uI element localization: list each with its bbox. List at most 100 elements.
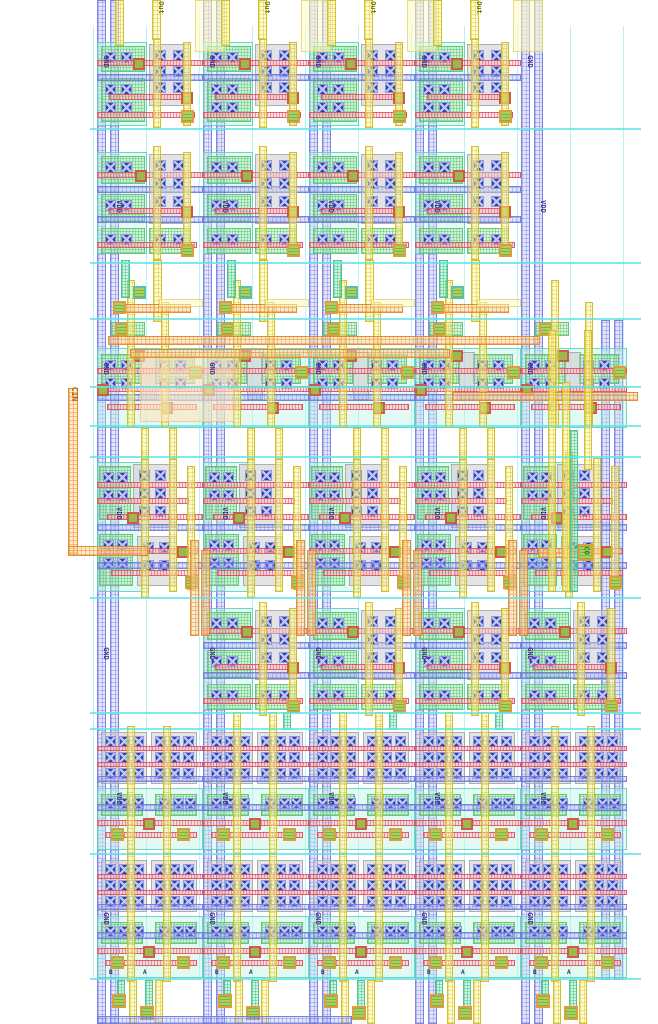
metal2-wire — [275, 428, 283, 460]
metal2-wire — [473, 980, 481, 1024]
contact — [185, 926, 196, 937]
contact — [279, 926, 290, 937]
poly-contact — [355, 818, 367, 830]
metal2-wire — [183, 42, 191, 126]
poly-wire — [97, 482, 203, 488]
contact — [423, 768, 434, 779]
metal2-wire — [233, 726, 241, 854]
contact — [211, 768, 222, 779]
via — [601, 956, 614, 969]
via — [219, 301, 232, 314]
poly-wire — [97, 762, 203, 767]
boundary-line — [90, 978, 641, 980]
metal2-wire — [395, 152, 403, 256]
metal2-wire — [548, 330, 556, 592]
poly-contact — [461, 946, 473, 958]
via — [431, 301, 444, 314]
metal1-wire — [309, 74, 415, 81]
metal3-wire — [130, 349, 450, 358]
metal2-wire — [471, 38, 479, 128]
rail-label-gnd: GND — [419, 55, 428, 68]
metal1-wire — [521, 804, 627, 811]
via — [535, 956, 548, 969]
metal1-wire — [309, 394, 415, 401]
via — [323, 828, 336, 841]
via — [217, 828, 230, 841]
contact — [501, 768, 512, 779]
metal2-fill — [513, 0, 543, 52]
rail-label-gnd: GND — [525, 55, 534, 68]
poly-wire — [415, 482, 521, 488]
via — [218, 994, 232, 1008]
via — [564, 1006, 578, 1020]
contact — [529, 896, 540, 907]
poly-wire — [423, 832, 515, 838]
poly-contact — [339, 512, 351, 524]
metal1-wire — [203, 216, 309, 223]
poly-contact — [445, 512, 457, 524]
via — [507, 366, 520, 379]
via — [115, 323, 128, 336]
metal2-wire — [501, 152, 509, 256]
metal1-wire — [97, 524, 203, 531]
contact — [423, 926, 434, 937]
poly-contact — [239, 58, 251, 70]
rail-label-gnd: GND — [101, 55, 110, 68]
poly-wire — [321, 94, 403, 100]
poly-contact — [453, 170, 465, 182]
poly-wire — [319, 514, 415, 520]
metal1-wire — [521, 672, 627, 679]
metal2-wire — [233, 854, 241, 982]
metal2-wire — [471, 260, 480, 322]
metal2-wire — [481, 854, 489, 982]
via — [389, 956, 402, 969]
poly-wire — [529, 960, 621, 966]
metal1-wire — [97, 804, 203, 811]
poly-wire — [425, 404, 515, 410]
poly-contact — [355, 946, 367, 958]
via — [217, 956, 230, 969]
contact — [395, 896, 406, 907]
contact — [609, 798, 620, 809]
poly-wire — [203, 746, 309, 751]
contact — [183, 768, 194, 779]
metal2-wire — [433, 0, 442, 46]
grid-line — [305, 26, 306, 980]
boundary-line — [90, 425, 641, 427]
poly-wire — [529, 832, 621, 838]
contact — [105, 768, 116, 779]
metal2-wire — [169, 458, 177, 592]
contact — [491, 926, 502, 937]
via — [177, 828, 190, 841]
contact — [173, 926, 184, 937]
out-net-label: Out — [474, 1, 483, 14]
metal3-wire — [413, 550, 422, 636]
poly-wire — [309, 698, 409, 704]
metal3-wire — [108, 336, 540, 345]
rail-label-gnd: GND — [419, 362, 428, 375]
metal1-wire — [309, 672, 415, 679]
boundary-line — [90, 386, 641, 388]
rail-label-vdd: VDD — [114, 507, 123, 520]
metal2-wire — [141, 452, 149, 598]
via — [393, 110, 406, 123]
contact — [105, 896, 116, 907]
metal2-wire — [584, 330, 592, 470]
contact — [607, 768, 618, 779]
poly-wire — [203, 242, 303, 248]
metal2-wire — [163, 726, 171, 854]
metal3-wire — [68, 546, 148, 556]
metal2-wire — [562, 382, 570, 592]
li-wire — [439, 260, 448, 298]
li-wire — [145, 980, 153, 1008]
poly-wire — [531, 514, 627, 520]
poly-wire — [427, 94, 509, 100]
metal2-wire — [339, 726, 347, 854]
metal2-wire — [487, 458, 495, 592]
li-wire — [333, 260, 342, 298]
contact — [423, 798, 434, 809]
grid-line — [93, 26, 94, 980]
poly-wire — [521, 890, 627, 895]
metal1-wire — [203, 672, 309, 679]
